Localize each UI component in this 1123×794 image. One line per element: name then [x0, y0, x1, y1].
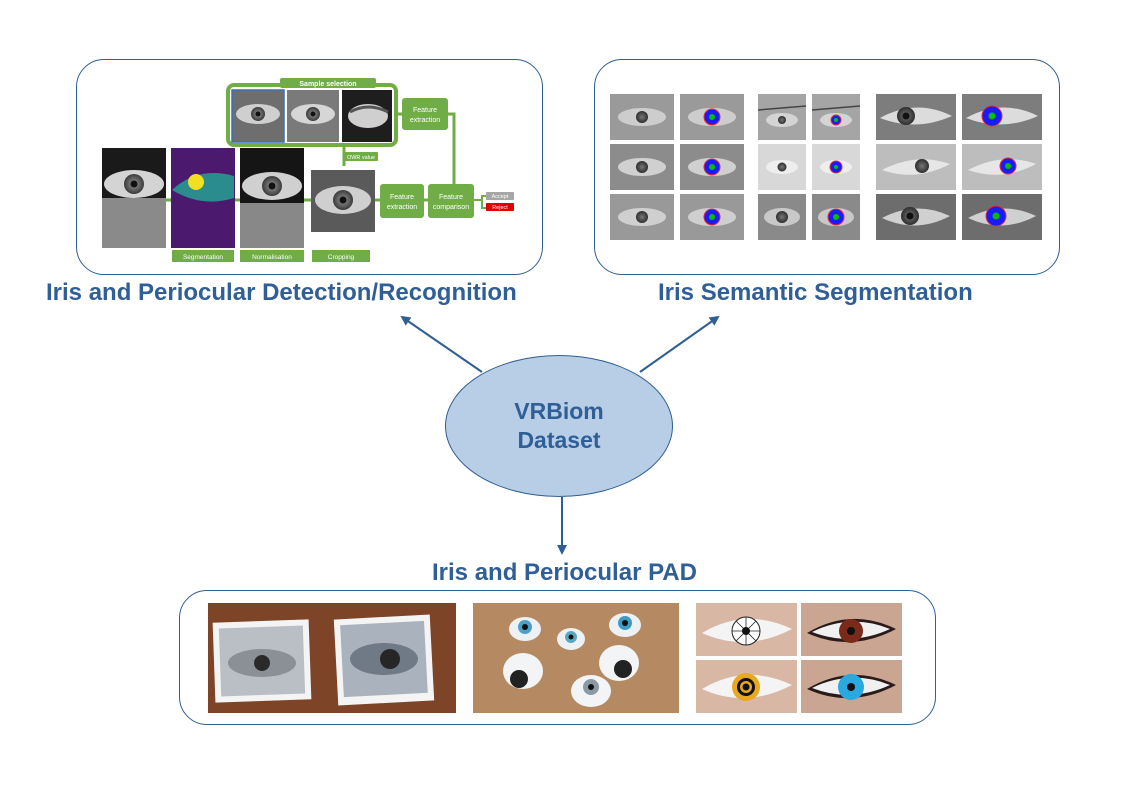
feature-comparison-line2: comparison	[433, 204, 469, 211]
selected-eye-samples	[231, 89, 392, 143]
contact-lens-yellow	[696, 660, 797, 713]
segmentation-heading: Iris Semantic Segmentation	[658, 279, 973, 306]
arrow-to-recognition	[400, 315, 483, 373]
dataset-title-line1: VRBiom	[514, 398, 604, 424]
normalisation-step-label: Normalisation	[252, 254, 292, 261]
input-eye-image	[102, 148, 166, 248]
segmentation-column-4	[811, 94, 861, 240]
pad-contact-lens-image	[696, 603, 902, 713]
segmentation-column-5	[876, 94, 956, 240]
owr-value-label: OWR value	[347, 155, 375, 161]
pad-prosthetic-eyes-image	[473, 603, 679, 713]
feature-extraction-line2: extraction	[387, 204, 417, 211]
contact-lens-blue	[801, 660, 902, 713]
segmentation-column-2	[680, 94, 744, 240]
vrbiom-dataset-node: VRBiom Dataset	[445, 355, 673, 497]
dataset-title-line2: Dataset	[517, 427, 601, 453]
segmentation-mask-image	[171, 148, 235, 248]
feature-extraction-top-line1: Feature	[413, 107, 437, 114]
feature-extraction-line1: Feature	[390, 194, 414, 201]
normalised-eye-image	[240, 148, 304, 248]
accept-label: Accept	[492, 194, 509, 200]
segmentation-column-3	[757, 94, 807, 240]
reject-label: Reject	[492, 205, 508, 211]
recognition-pipeline-figure: Sample selection Feature extraction OWR …	[102, 78, 514, 262]
contact-lens-web	[696, 603, 797, 656]
cropping-step-label: Cropping	[328, 254, 355, 261]
segmentation-column-6	[962, 94, 1042, 240]
arrow-to-segmentation	[639, 315, 720, 373]
feature-extraction-top-line2: extraction	[410, 117, 440, 124]
segmentation-column-1	[610, 94, 674, 240]
feature-comparison-line1: Feature	[439, 194, 463, 201]
contact-lens-dark	[801, 603, 902, 656]
sample-selection-label: Sample selection	[299, 81, 356, 88]
pad-printed-eyes-image	[208, 603, 456, 713]
recognition-heading: Iris and Periocular Detection/Recognitio…	[46, 279, 517, 306]
segmentation-step-label: Segmentation	[183, 254, 223, 261]
pad-heading: Iris and Periocular PAD	[432, 559, 697, 586]
segmentation-grid-figure	[610, 94, 1042, 240]
cropped-eye-image	[311, 170, 375, 232]
